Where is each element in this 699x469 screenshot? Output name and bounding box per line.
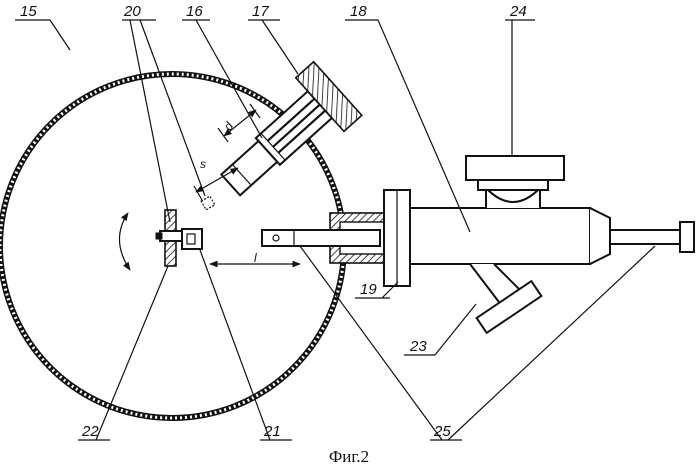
- label-16: 16: [186, 3, 203, 20]
- rod-knob: [680, 222, 694, 252]
- label-20: 20: [123, 3, 141, 20]
- body-taper: [590, 208, 610, 264]
- target-20: [201, 196, 215, 210]
- dim-l: l: [254, 251, 257, 265]
- label-25: 25: [433, 423, 451, 440]
- dim-d: d: [221, 119, 236, 133]
- rotation-arrow: [119, 213, 130, 270]
- figure-caption: Фиг.2: [329, 447, 369, 466]
- dim-s: s: [200, 157, 206, 171]
- label-22: 22: [81, 423, 99, 440]
- label-21: 21: [263, 423, 281, 440]
- flange-24: [466, 156, 564, 180]
- holder-clamp: [160, 231, 182, 241]
- sample-holder-22: [156, 210, 202, 266]
- label-15: 15: [20, 3, 37, 20]
- manipulator-assembly: [262, 156, 694, 333]
- rod-25: [610, 230, 682, 244]
- label-18: 18: [350, 3, 367, 20]
- transfer-rod: [262, 230, 380, 246]
- body-18: [410, 208, 590, 264]
- label-23: 23: [409, 338, 427, 355]
- label-24: 24: [509, 3, 527, 20]
- label-19: 19: [360, 281, 377, 298]
- label-17: 17: [252, 3, 269, 20]
